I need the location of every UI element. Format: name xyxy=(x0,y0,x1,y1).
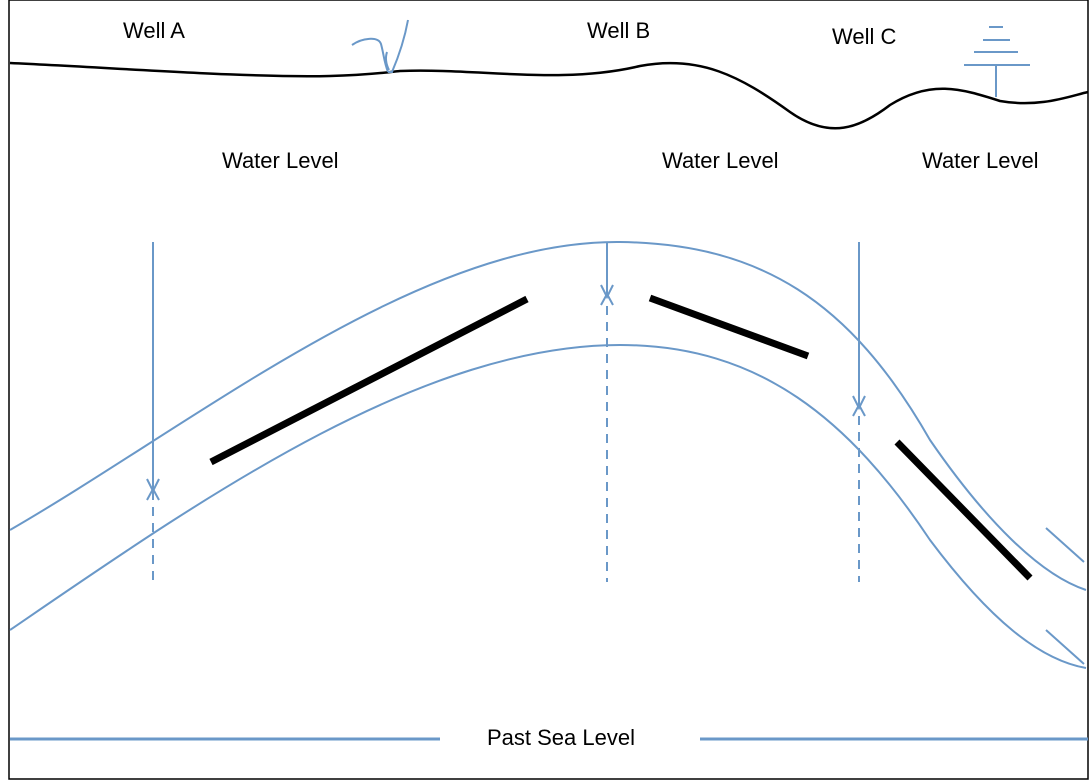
well-b-label: Well B xyxy=(587,18,650,43)
aquifer-lower-boundary xyxy=(9,343,1087,669)
well-c-arrow-down xyxy=(852,395,866,411)
outlet-upper-tick xyxy=(1045,527,1085,563)
diagram-frame xyxy=(8,0,1089,780)
gradient-bar-2 xyxy=(648,294,810,360)
well-a xyxy=(146,242,160,582)
outlet-lower-tick xyxy=(1045,629,1085,665)
well-b xyxy=(600,242,614,582)
past-sea-level-label: Past Sea Level xyxy=(487,725,635,750)
well-c xyxy=(852,242,866,582)
well-a-label: Well A xyxy=(123,18,185,43)
gradient-bar-3 xyxy=(894,439,1033,581)
aquifer-upper-boundary xyxy=(9,240,1087,591)
well-b-arrow-up xyxy=(600,291,614,306)
well-a-arrow-up xyxy=(146,486,160,501)
ground-surface xyxy=(9,61,1089,130)
water-level-b-label: Water Level xyxy=(662,148,779,173)
well-b-arrow-down xyxy=(600,284,614,300)
gradient-bar-1 xyxy=(209,295,529,466)
water-level-c-label: Water Level xyxy=(922,148,1039,173)
water-level-a-label: Water Level xyxy=(222,148,339,173)
well-c-label: Well C xyxy=(832,24,896,49)
tower-icon xyxy=(964,26,1030,97)
spring-icon xyxy=(351,19,409,73)
well-c-arrow-up xyxy=(852,402,866,417)
